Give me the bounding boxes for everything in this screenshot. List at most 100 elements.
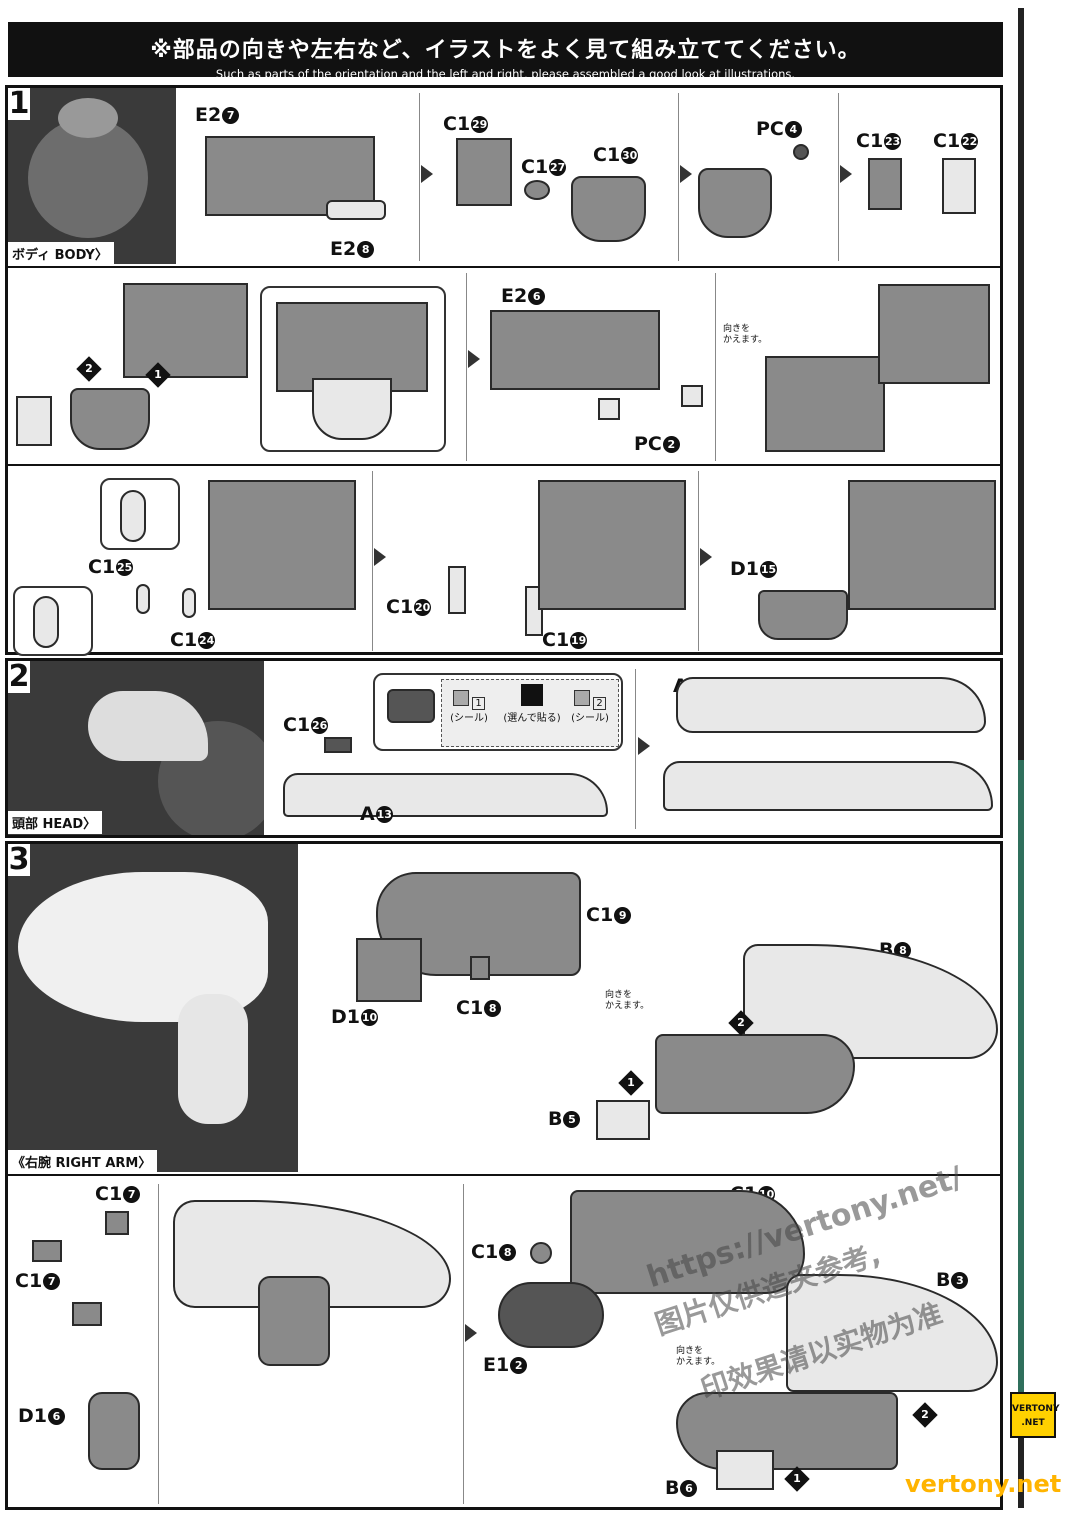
order-marker-2: 2 (728, 1010, 754, 1036)
seal-option-1: 1(シール) (446, 690, 492, 724)
part-a-13 (283, 773, 608, 817)
part-c1-26 (324, 737, 352, 753)
torso-front-view (878, 284, 990, 384)
order-marker-1: 1 (618, 1070, 644, 1096)
arm-inner-assembly (655, 1034, 855, 1114)
turn-around-note: 向きを かえます。 (723, 324, 768, 345)
order-marker-2: 2 (76, 356, 102, 382)
row-divider (8, 1174, 1000, 1176)
step-arrow (465, 1324, 477, 1342)
order-marker-2: 2 (912, 1402, 938, 1428)
part-d1-10 (356, 938, 422, 1002)
head-base (663, 761, 993, 811)
section-label-right-arm: 《右腕 RIGHT ARM〉 (8, 1150, 158, 1172)
step-arrow (468, 350, 480, 368)
part-c1-10 (570, 1190, 805, 1294)
torso-assembly (848, 480, 996, 610)
watermark-site: vertony.net (905, 1470, 1062, 1498)
part-c1-29 (456, 138, 512, 206)
seal-option-2: 2(シール) (566, 690, 614, 724)
part-c1-7-joined (72, 1302, 102, 1326)
seal-option-choose: (選んで貼る) (502, 684, 562, 724)
step-number: 1 (8, 88, 30, 121)
part-c1-27 (524, 180, 550, 200)
step-arrow (374, 548, 386, 566)
arm-outer-assembly (676, 1392, 898, 1470)
part-c1-24 (182, 588, 196, 618)
section-label-body: ボディ BODY〉 (8, 242, 114, 264)
step-number: 3 (8, 844, 30, 877)
part-b-6 (716, 1450, 774, 1490)
body-photo: 1 ボディ BODY〉 (8, 88, 176, 264)
step-arrow (700, 548, 712, 566)
pc-2-a (598, 398, 620, 420)
page-edge-bar-green (1018, 760, 1024, 1400)
turn-around-note: 向きを かえます。 (605, 990, 650, 1011)
instruction-banner: ※部品の向きや左右など、イラストをよく見て組み立ててください。 Such as … (8, 22, 1003, 81)
part-c1-23 (868, 158, 902, 210)
step-arrow (638, 737, 650, 755)
seal-callout: 1(シール) (選んで貼る) 2(シール) (373, 673, 623, 751)
part-c1-8b (530, 1242, 552, 1264)
torso-assembly (538, 480, 686, 610)
right-arm-photo: 3 《右腕 RIGHT ARM〉 (8, 844, 298, 1172)
detail-callout (13, 586, 93, 656)
row-divider (8, 464, 1000, 466)
elbow-joint (258, 1276, 330, 1366)
part-c1-22 (942, 158, 976, 214)
part-c1-8 (470, 956, 490, 980)
part-c1-25 (136, 584, 150, 614)
part-e2-8 (326, 200, 386, 220)
seal-options: 1(シール) (選んで貼る) 2(シール) (441, 679, 619, 747)
section-label-head: 頭部 HEAD〉 (8, 811, 103, 834)
head-photo: 2 頭部 HEAD〉 (8, 661, 264, 835)
detail-callout (260, 286, 446, 452)
step-arrow (421, 165, 433, 183)
shoulder-unit (70, 388, 150, 450)
part-c1-30 (571, 176, 646, 242)
banner-title-jp: ※部品の向きや左右など、イラストをよく見て組み立ててください。 (150, 38, 861, 63)
turn-around-note: 向きを かえます。 (676, 1346, 721, 1367)
part-e2-6 (490, 310, 660, 390)
part-c1-7-assembly (32, 1240, 62, 1262)
part-pc-4 (793, 144, 809, 160)
detail-callout (100, 478, 180, 550)
assembled-shoulder (698, 168, 772, 238)
part-d1-15 (758, 590, 848, 640)
part-d1-6 (88, 1392, 140, 1470)
vertony-badge: VERTONY .NET (1010, 1392, 1059, 1438)
torso-rear-view (765, 356, 885, 452)
shoulder-vent (16, 396, 52, 446)
banner-title-en: Such as parts of the orientation and the… (215, 67, 796, 81)
row-divider (8, 266, 1000, 268)
step-arrow (840, 165, 852, 183)
part-c1-20 (448, 566, 466, 614)
